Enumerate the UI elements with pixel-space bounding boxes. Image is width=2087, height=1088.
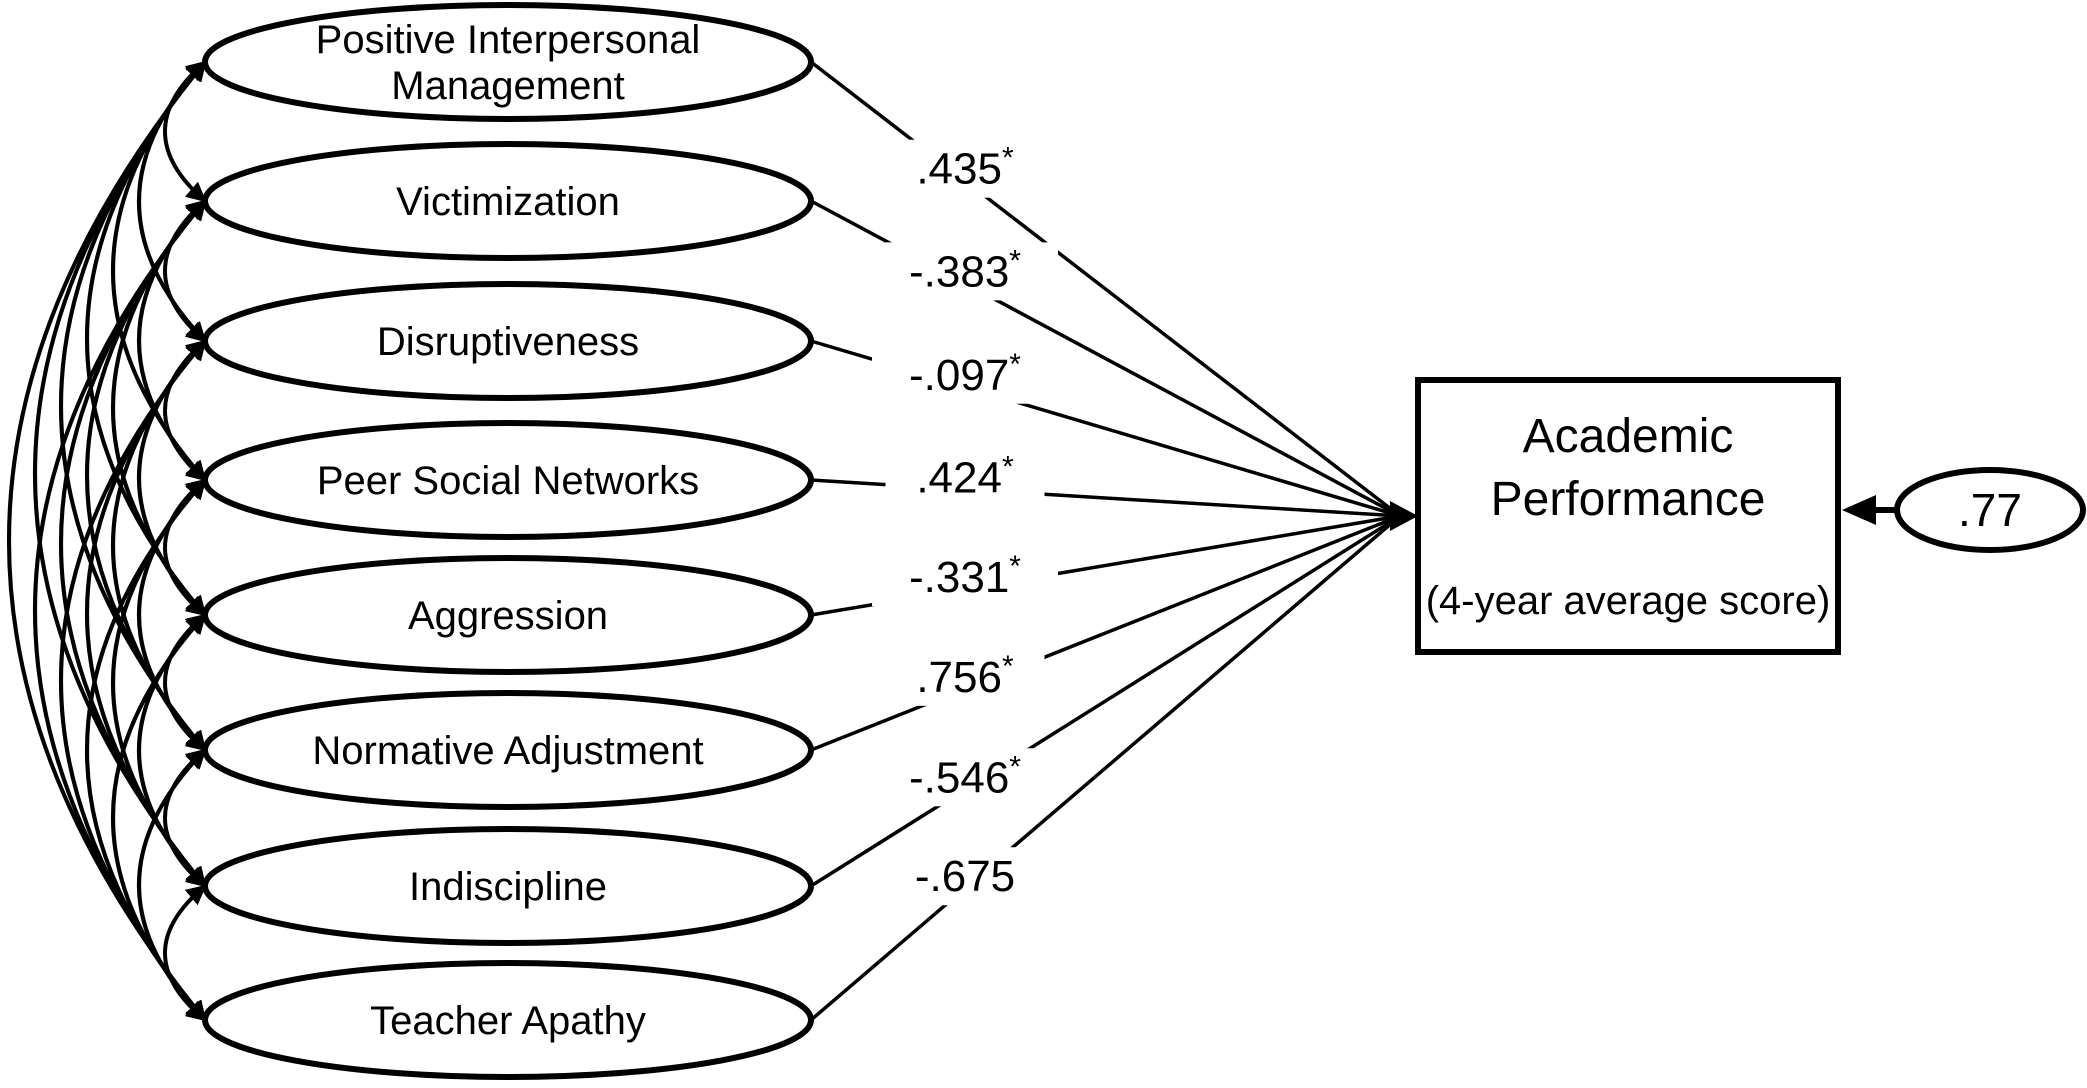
coefficient-label-bg [872, 345, 1058, 404]
coefficient-label: .435* [916, 142, 1014, 194]
covariance-arc [163, 884, 207, 1022]
coefficient-label-bg [885, 448, 1045, 507]
coefficient-label: -.383* [909, 244, 1021, 296]
latent-factor: Disruptiveness [202, 281, 814, 401]
coefficient-label-bg [872, 548, 1058, 607]
latent-label: Teacher Apathy [370, 999, 646, 1043]
coefficient-label: -.675 [915, 852, 1015, 901]
error-term: .77 [1842, 467, 2086, 553]
coefficient-label-bg [885, 647, 1045, 706]
covariance-arcs [7, 60, 207, 1022]
coefficient-label: -.331* [909, 550, 1021, 602]
coefficient-label: -.097* [909, 348, 1021, 400]
outcome-rect [1415, 377, 1841, 655]
path-line [810, 514, 1401, 752]
latent-factor: Teacher Apathy [202, 960, 814, 1080]
coefficient-label: .424* [916, 450, 1014, 502]
coefficient-label: -.546* [909, 750, 1021, 802]
coefficient-label-bg [885, 847, 1045, 906]
latent-label: Aggression [408, 594, 608, 638]
latent-label: Indiscipline [409, 865, 607, 909]
latent-label: Disruptiveness [377, 320, 639, 364]
latent-factor: Indiscipline [202, 826, 814, 946]
coefficient-label-bg [872, 242, 1058, 301]
coefficient-label-bg [885, 139, 1045, 198]
outcome-title-line1: Academic [1523, 410, 1734, 463]
latent-factor: Normative Adjustment [202, 690, 814, 810]
outcome-box: Academic Performance (4-year average sco… [1415, 377, 1841, 655]
path-line [809, 514, 1402, 1022]
outcome-title-line2: Performance [1491, 473, 1766, 526]
convergence-arrowhead-icon [1390, 501, 1418, 531]
coefficient-label: .756* [916, 650, 1014, 702]
latent-label: Victimization [396, 180, 620, 224]
latent-factor: Victimization [202, 141, 814, 261]
coefficient-label-bg [872, 748, 1058, 807]
latent-factor: Aggression [202, 555, 814, 675]
path-line [809, 60, 1402, 518]
latent-label: Peer Social Networks [317, 459, 699, 503]
outcome-subtitle: (4-year average score) [1426, 579, 1831, 623]
path-coefficient-labels: .435* -.383* -.097* .424* -.331* .756* -.546* -… [872, 139, 1058, 906]
error-value: .77 [1958, 484, 2022, 536]
latent-factor: Peer Social Networks [202, 420, 814, 540]
path-line [810, 514, 1401, 888]
latent-label: Normative Adjustment [312, 729, 703, 773]
error-arrowhead-icon [1842, 495, 1876, 525]
